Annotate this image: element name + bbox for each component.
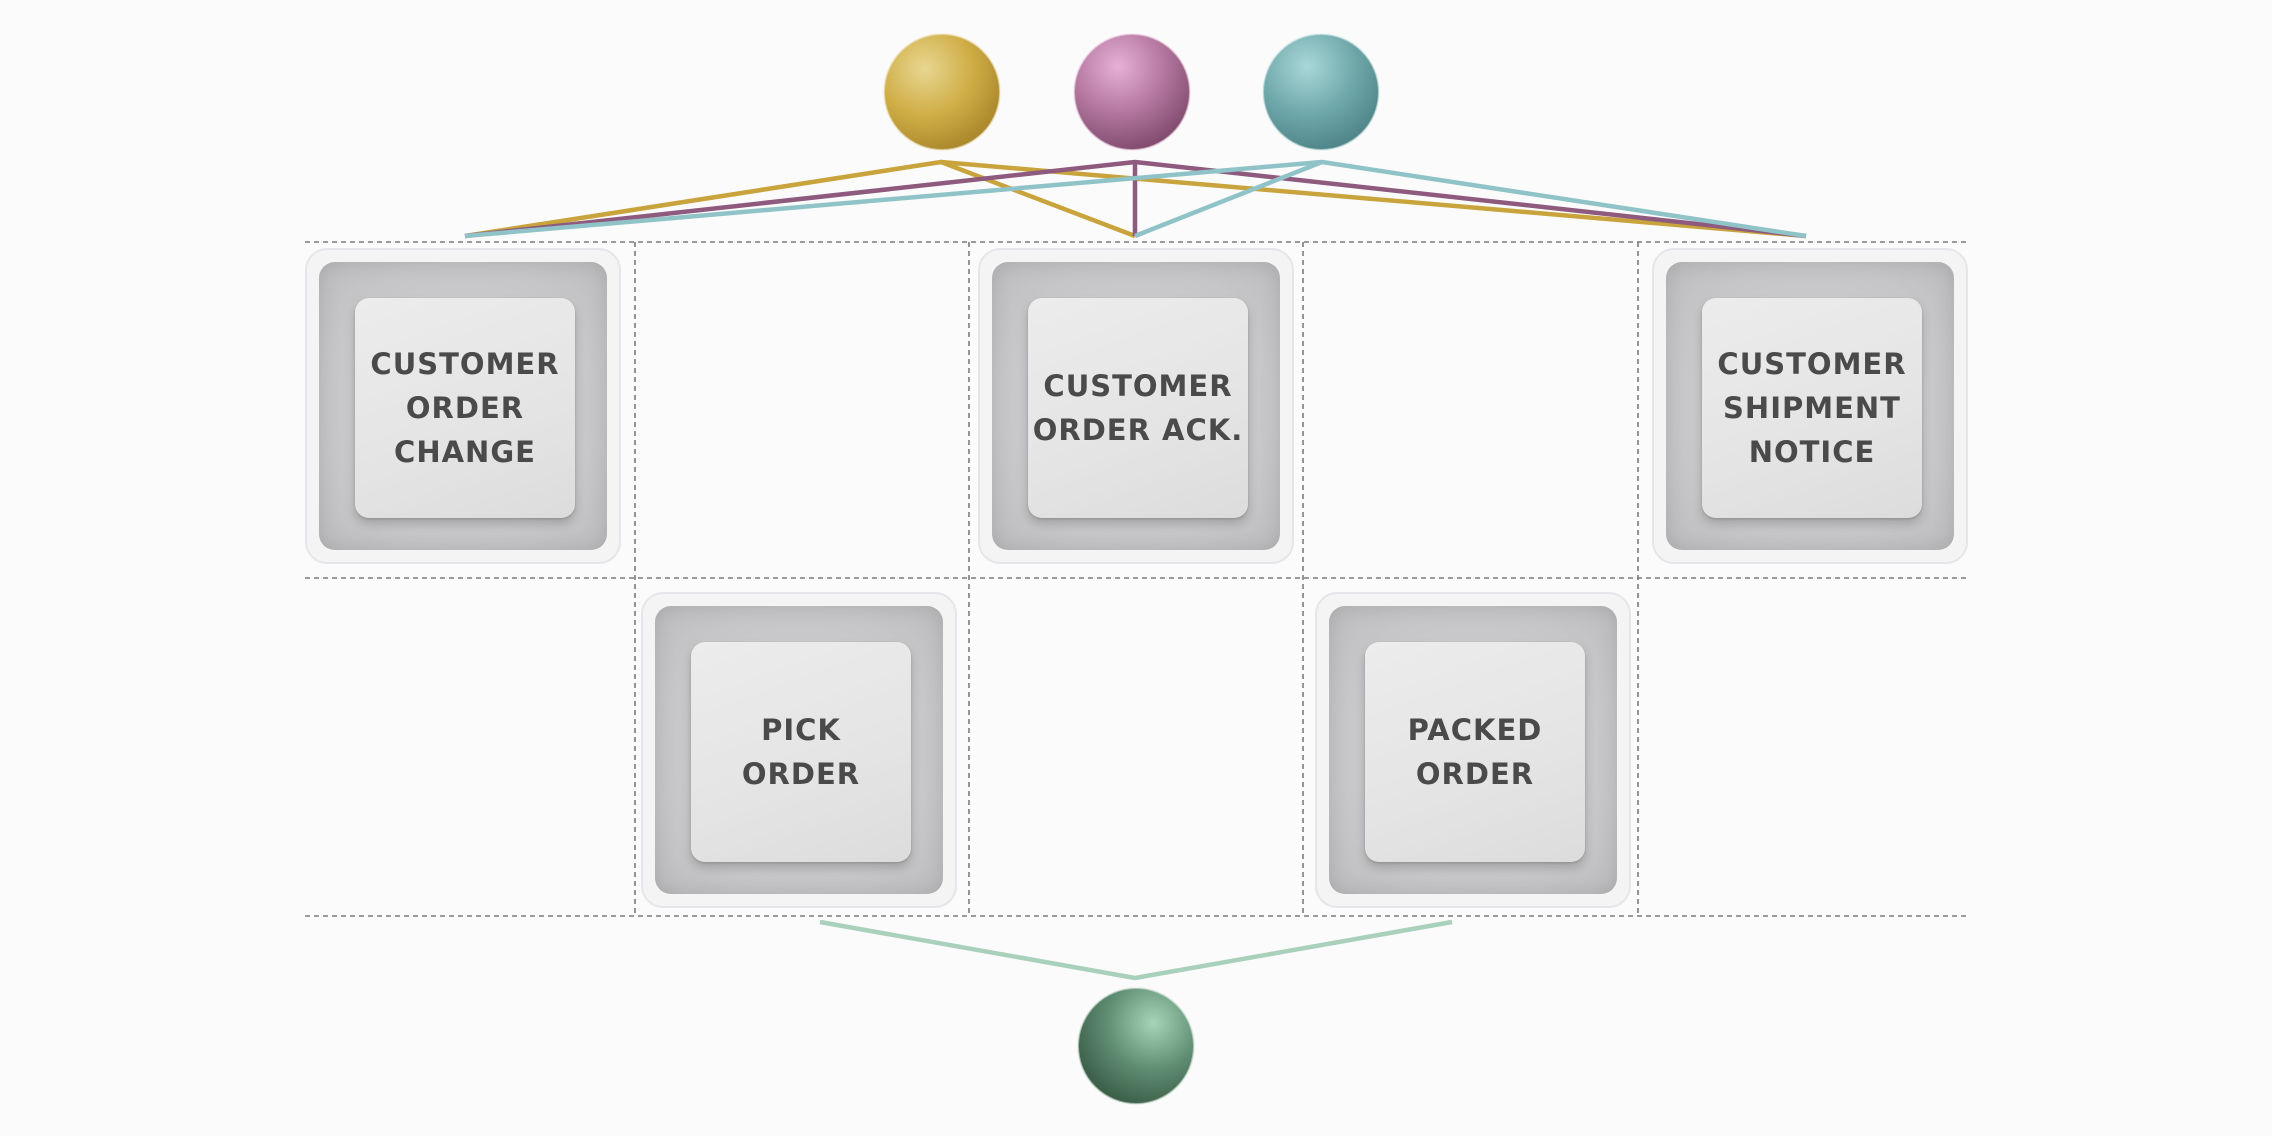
teal-connectors	[464, 159, 1807, 239]
gold-sphere-icon	[883, 33, 1001, 151]
tile-key: PICK ORDER	[691, 642, 911, 862]
tile-key: CUSTOMER ORDER CHANGE	[355, 298, 575, 518]
node-customer-shipment-notice: CUSTOMER SHIPMENT NOTICE	[1652, 248, 1968, 564]
node-label: CUSTOMER ORDER ACK.	[1032, 369, 1244, 447]
gold-connectors	[464, 159, 1807, 239]
grid-lines	[305, 241, 1968, 917]
node-label: CUSTOMER ORDER CHANGE	[370, 347, 560, 469]
node-packed-order: PACKED ORDER	[1315, 592, 1631, 908]
node-label: PACKED ORDER	[1407, 713, 1543, 791]
green-sphere-icon	[1077, 987, 1195, 1105]
tile-key: CUSTOMER ORDER ACK.	[1028, 298, 1248, 518]
tile-key: CUSTOMER SHIPMENT NOTICE	[1702, 298, 1922, 518]
node-pick-order: PICK ORDER	[641, 592, 957, 908]
tile-key: PACKED ORDER	[1365, 642, 1585, 862]
node-label: CUSTOMER SHIPMENT NOTICE	[1717, 347, 1907, 469]
green-connectors	[819, 919, 1453, 981]
plum-connectors	[464, 159, 1807, 239]
plum-sphere-icon	[1073, 33, 1191, 151]
teal-sphere-icon	[1262, 33, 1380, 151]
node-customer-order-ack: CUSTOMER ORDER ACK.	[978, 248, 1294, 564]
node-label: PICK ORDER	[741, 713, 861, 791]
node-customer-order-change: CUSTOMER ORDER CHANGE	[305, 248, 621, 564]
